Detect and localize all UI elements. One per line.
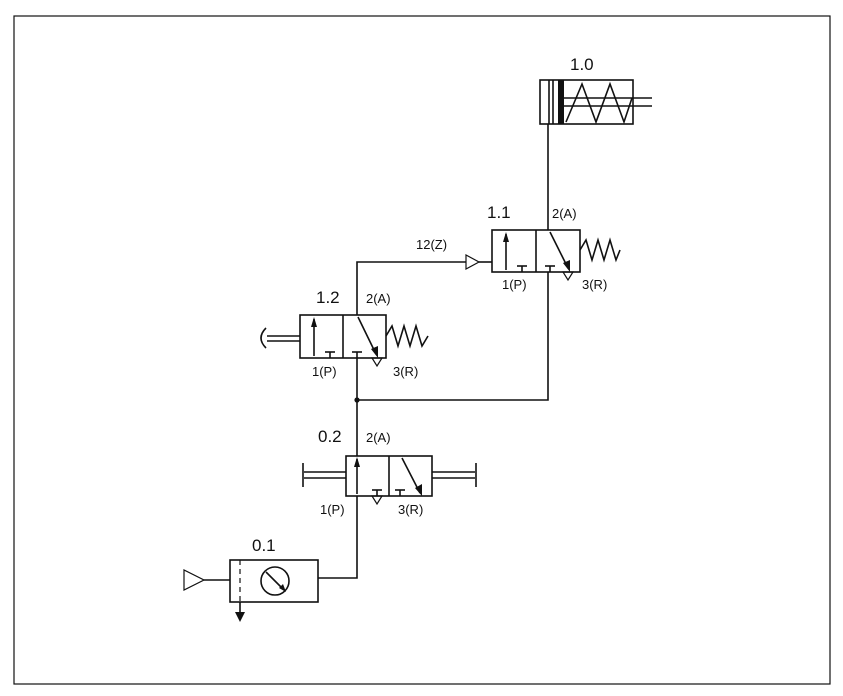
svg-text:3(R): 3(R) — [393, 364, 418, 379]
spring-1-2 — [385, 323, 429, 349]
drain-arrow-icon — [235, 612, 245, 622]
junction-dot — [354, 397, 360, 403]
spring-1-1 — [579, 237, 621, 263]
valve-0-2: 0.2 2(A) 1(P) 3(R) — [302, 427, 477, 517]
svg-text:1(P): 1(P) — [320, 502, 345, 517]
exhaust-1-1 — [561, 271, 575, 282]
pilot-arrow — [465, 253, 481, 271]
cylinder-spring — [565, 81, 633, 125]
valve-0-2-id-label: 0.2 — [318, 427, 342, 446]
push-button-1-2 — [260, 327, 267, 349]
valve-1-2: 1.2 2(A) 1(P) 3(R) — [260, 288, 429, 379]
pressure-gauge-icon — [260, 566, 290, 596]
svg-text:1(P): 1(P) — [502, 277, 527, 292]
line-1-1-supply — [357, 272, 549, 401]
air-supply-icon — [183, 569, 206, 591]
valve-1-2-id-label: 1.2 — [316, 288, 340, 307]
diagram-border — [13, 15, 831, 685]
svg-text:3(R): 3(R) — [582, 277, 607, 292]
service-unit-0-1: 0.1 — [183, 536, 319, 622]
pilot-12z-label: 12(Z) — [416, 237, 447, 252]
valve-1-1-id-label: 1.1 — [487, 203, 511, 222]
cylinder-body — [539, 79, 634, 125]
svg-text:3(R): 3(R) — [398, 502, 423, 517]
svg-text:2(A): 2(A) — [366, 291, 391, 306]
svg-text:2(A): 2(A) — [366, 430, 391, 445]
line-0-2-to-0-1 — [318, 496, 358, 579]
svg-text:2(A): 2(A) — [552, 206, 577, 221]
cylinder-id-label: 1.0 — [570, 55, 594, 74]
cylinder-piston — [558, 80, 564, 124]
line-1-2-to-pilot — [356, 261, 466, 315]
exhaust-0-2 — [370, 495, 384, 506]
cylinder-1-0: 1.0 — [539, 55, 652, 125]
service-unit-id-label: 0.1 — [252, 536, 276, 555]
svg-text:1(P): 1(P) — [312, 364, 337, 379]
exhaust-1-2 — [370, 357, 384, 368]
valve-1-1: 1.1 2(A) 1(P) 3(R) 12(Z) — [416, 203, 621, 292]
